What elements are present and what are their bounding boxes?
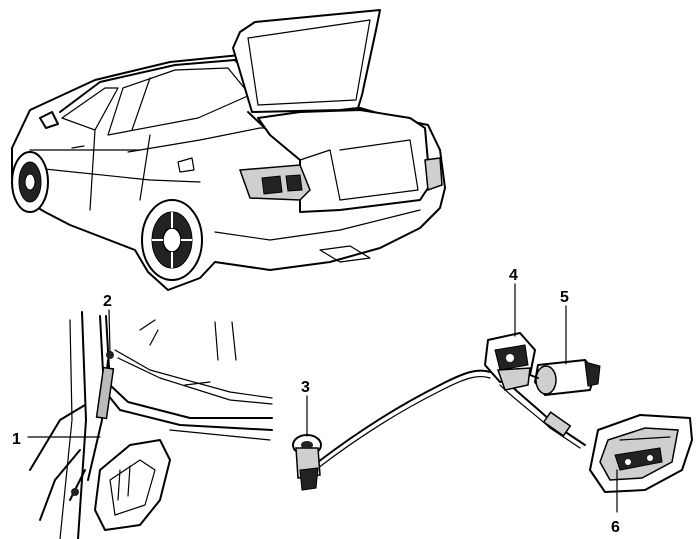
callout-2: 2 [103,293,112,353]
callout-5: 5 [560,289,569,365]
callout-6: 6 [611,469,620,536]
callout-3: 3 [301,379,310,437]
callout-label-1: 1 [12,431,21,448]
lock-cylinder [292,434,322,491]
callout-label-6: 6 [611,519,620,536]
car-illustration [11,9,446,291]
trunk-lock-assembly [292,332,693,493]
trunk-latch [484,332,536,391]
callout-label-3: 3 [301,379,310,396]
latch-actuator [529,359,601,396]
trunk-handle-plate [589,414,693,493]
callout-label-5: 5 [560,289,569,306]
callout-label-2: 2 [103,293,112,310]
callout-1: 1 [12,431,101,448]
callout-label-4: 4 [509,267,518,284]
callout-4: 4 [509,267,518,337]
trunk-hinge-inset [29,311,273,539]
